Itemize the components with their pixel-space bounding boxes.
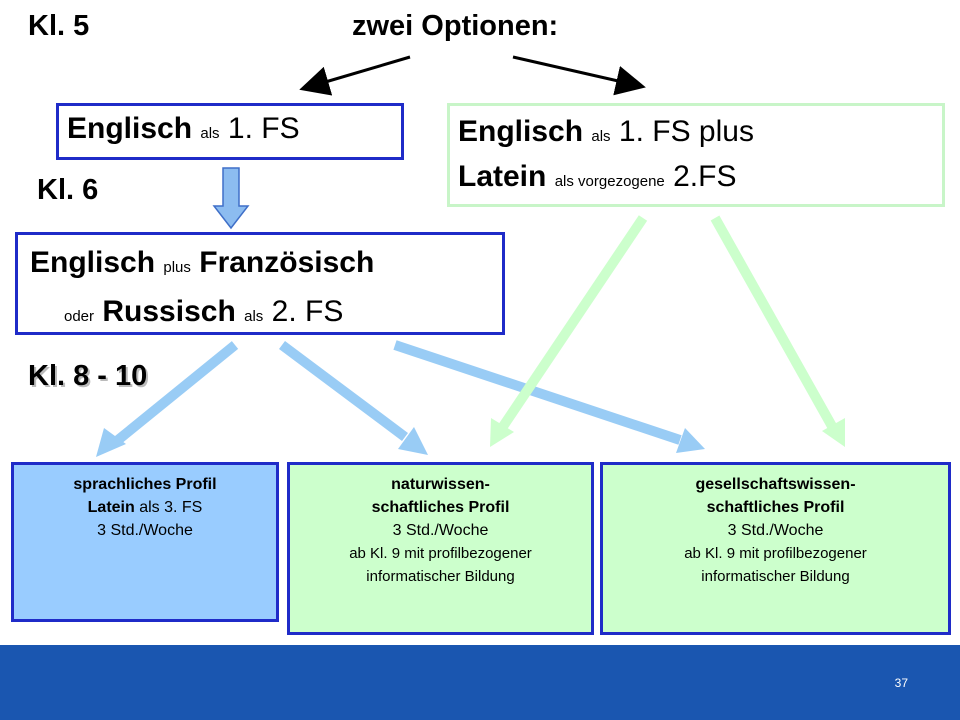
box1-als: als — [200, 125, 220, 142]
box2-lang2: Latein — [458, 160, 547, 193]
blue-arrow-1 — [114, 341, 239, 444]
header-kl6: Kl. 6 — [37, 174, 99, 206]
profile-science-title2: schaftliches Profil — [371, 499, 510, 516]
profile-language-latin: Latein — [87, 499, 135, 516]
blue-arrowhead-1 — [96, 428, 126, 457]
box2-fs2: 2.FS — [673, 160, 737, 193]
blue-arrow-2 — [279, 340, 408, 442]
box3-lang1: Englisch — [30, 246, 156, 279]
box2-lang1: Englisch — [458, 115, 584, 148]
green-arrowhead-1 — [490, 418, 514, 447]
box2-als1: als — [591, 128, 611, 145]
second-language-box: Englisch plus Französisch oder Russisch … — [15, 232, 505, 335]
box3-lang2: Französisch — [199, 246, 375, 279]
footer-bar — [0, 645, 960, 720]
box1-lang: Englisch — [67, 112, 193, 145]
box2-fs1: 1. FS plus — [618, 115, 754, 148]
profile-science-note1: ab Kl. 9 mit profilbezogener — [349, 545, 532, 562]
down-arrow — [212, 167, 250, 230]
box3-line2: oder Russisch als 2. FS — [30, 290, 502, 339]
profile-language-fs: als 3. FS — [139, 499, 203, 516]
box3-fs: 2. FS — [271, 295, 344, 328]
green-arrow-2 — [710, 215, 838, 431]
profile-science-note2: informatischer Bildung — [366, 568, 515, 585]
header-kl5: Kl. 5 — [28, 10, 90, 42]
profile-social-note2: informatischer Bildung — [701, 568, 850, 585]
green-arrowhead-2 — [822, 418, 845, 447]
box3-plus: plus — [163, 259, 191, 276]
page-number: 37 — [894, 676, 908, 690]
profile-language-title: sprachliches Profil — [73, 476, 217, 493]
box2-line1: Englisch als 1. FS plus — [458, 112, 942, 157]
profile-social-science: gesellschaftswissen- schaftliches Profil… — [600, 462, 951, 635]
profile-social-note1: ab Kl. 9 mit profilbezogener — [684, 545, 867, 562]
box3-als: als — [244, 308, 264, 325]
option-english-box: Englisch als 1. FS — [56, 103, 404, 160]
profile-language-hours: 3 Std./Woche — [97, 522, 193, 539]
header-kl8-10: Kl. 8 - 10 — [28, 360, 148, 392]
header-options: zwei Optionen: — [352, 10, 559, 42]
profile-social-hours: 3 Std./Woche — [727, 522, 824, 539]
profile-social-title2: schaftliches Profil — [706, 499, 845, 516]
profile-social-title1: gesellschaftswissen- — [695, 476, 856, 493]
profile-science-title1: naturwissen- — [391, 476, 490, 493]
green-arrow-1 — [497, 215, 648, 431]
blue-arrow-3 — [393, 340, 682, 445]
box3-lang3: Russisch — [102, 295, 236, 328]
blue-arrowhead-2 — [398, 427, 428, 455]
option-arrow-left — [299, 55, 411, 96]
profile-language-line2: Latein als 3. FS — [14, 496, 276, 519]
option-arrow-right — [512, 55, 646, 96]
blue-arrowhead-3 — [676, 428, 705, 453]
box2-als2: als vorgezogene — [554, 173, 665, 190]
profile-science: naturwissen- schaftliches Profil 3 Std./… — [287, 462, 594, 635]
profile-science-hours: 3 Std./Woche — [392, 522, 489, 539]
box3-oder: oder — [64, 308, 95, 325]
option-english-latin-box: Englisch als 1. FS plus Latein als vorge… — [447, 103, 945, 207]
box3-line1: Englisch plus Französisch — [30, 241, 502, 290]
profile-language: sprachliches Profil Latein als 3. FS 3 S… — [11, 462, 279, 622]
box1-fs: 1. FS — [227, 112, 300, 145]
box2-line2: Latein als vorgezogene 2.FS — [458, 157, 942, 202]
